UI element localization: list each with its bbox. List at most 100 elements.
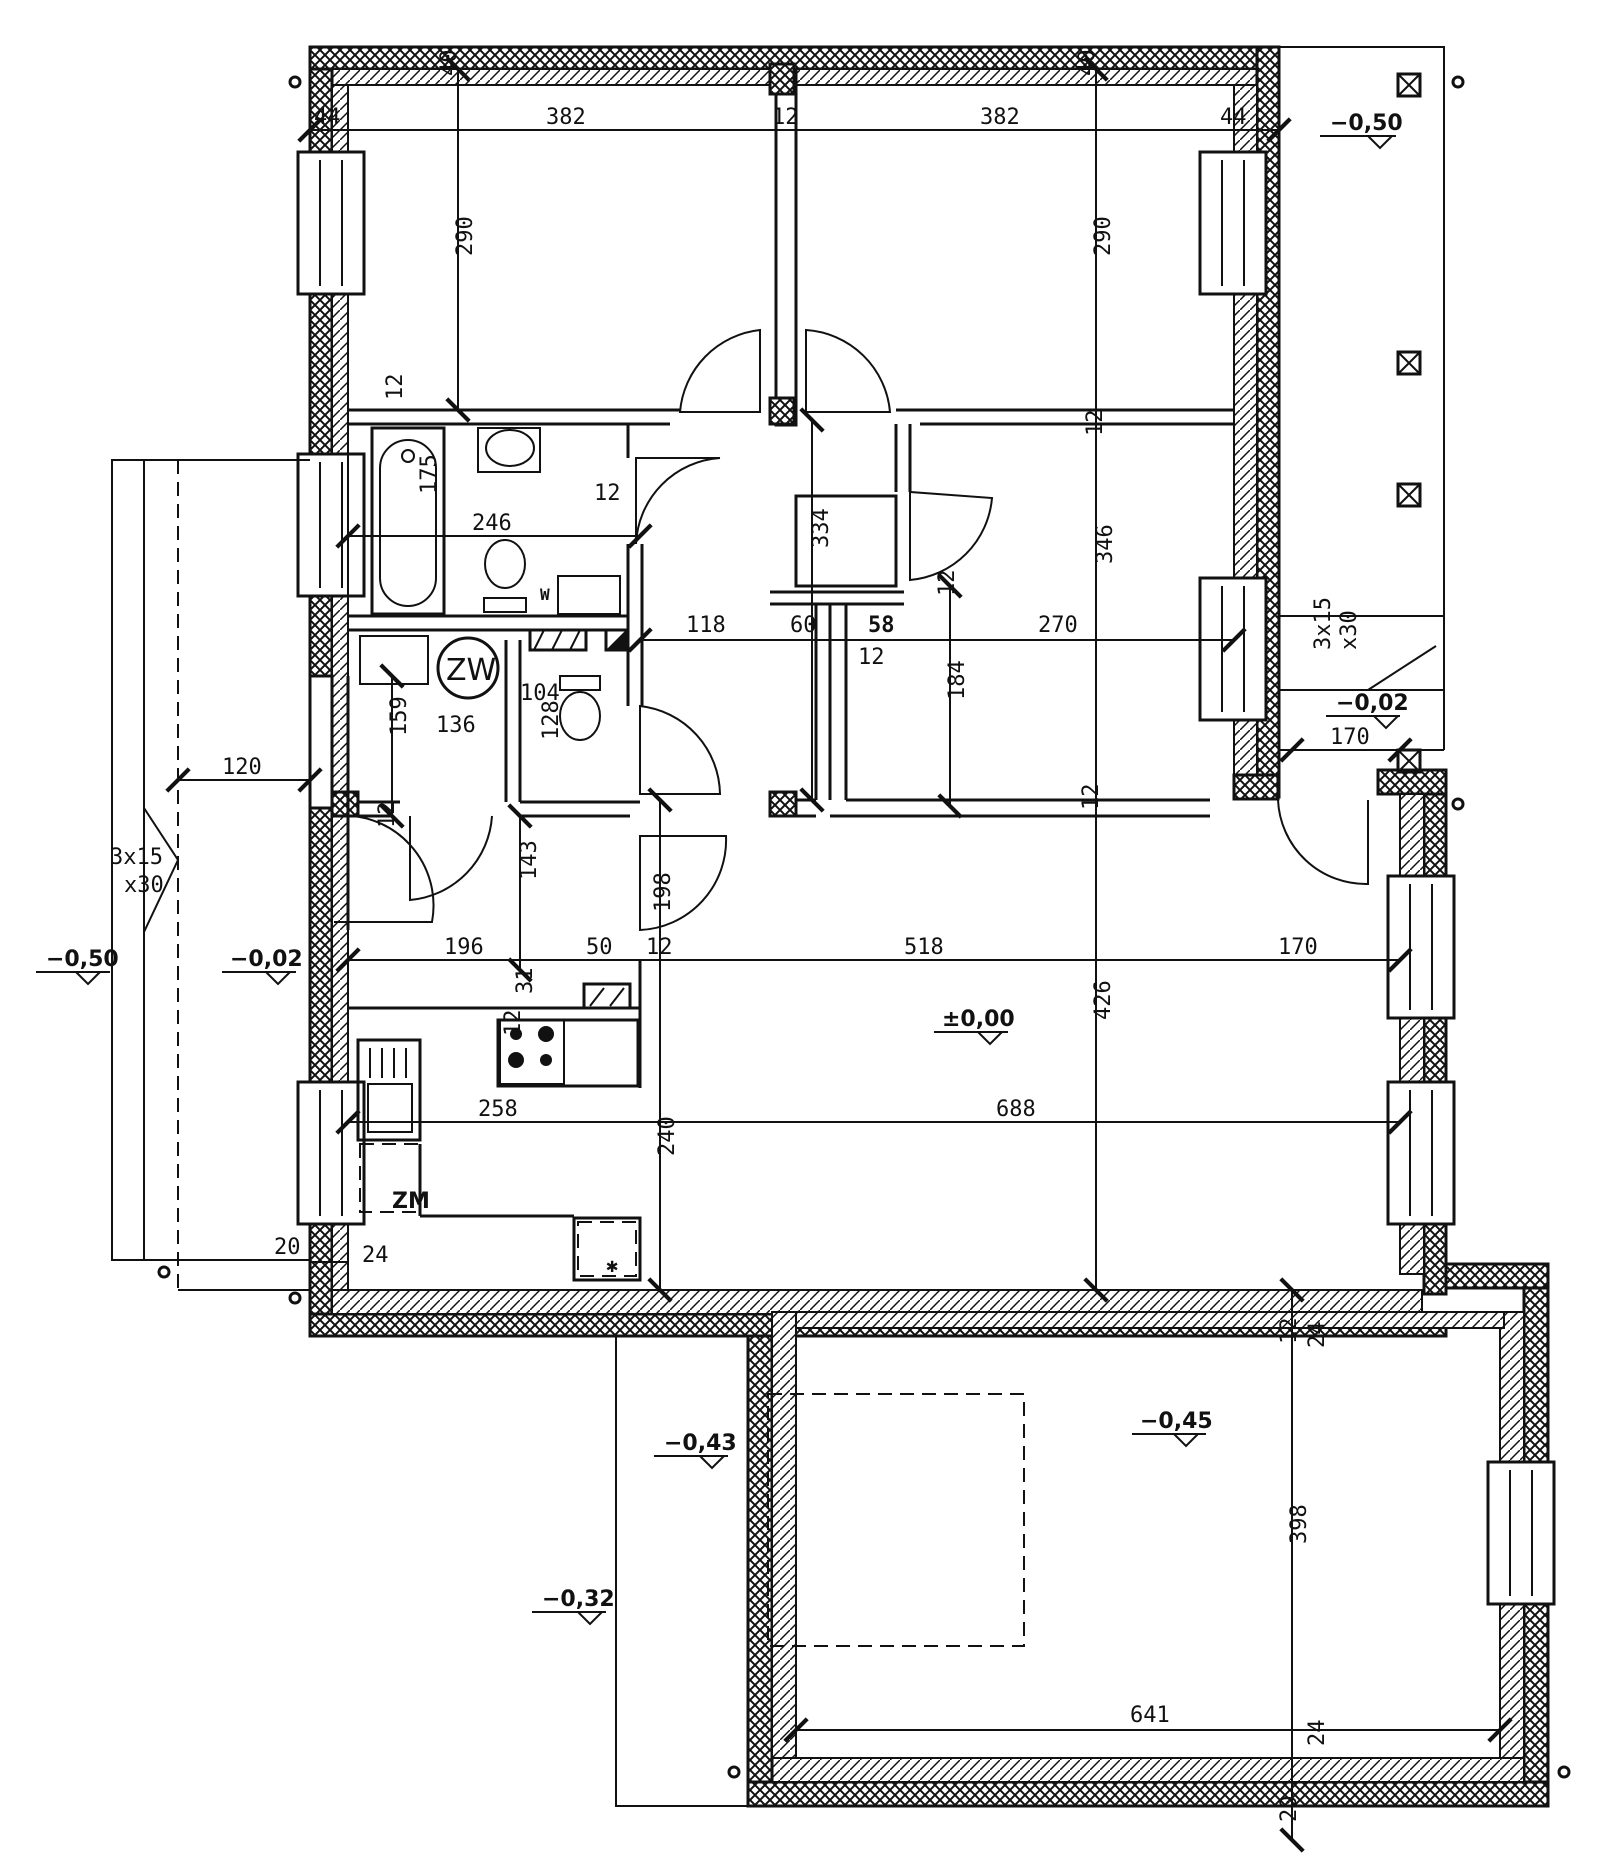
- door-swing-icon: [1277, 799, 1369, 886]
- level-marker-icon: −0,50: [36, 947, 119, 986]
- dim-label: 12: [383, 374, 408, 401]
- dim-label: 50: [586, 935, 613, 960]
- dim-label: 58: [868, 613, 895, 638]
- stairs-right-bottom: x30: [1337, 610, 1362, 650]
- dim-label: 334: [809, 508, 834, 548]
- window-icon: [1198, 150, 1268, 296]
- window-icon: [296, 1080, 366, 1226]
- door-swing-icon: [909, 490, 994, 582]
- dim-label: 170: [1278, 935, 1318, 960]
- window-icon: [1198, 576, 1268, 722]
- level-label: ±0,00: [942, 1007, 1015, 1032]
- dim-label: 12: [1277, 1318, 1302, 1345]
- level-marker-icon: −0,45: [1132, 1409, 1213, 1448]
- window-icon: [308, 674, 334, 810]
- door-swing-icon: [805, 328, 892, 413]
- level-marker-icon: ±0,00: [934, 1007, 1015, 1046]
- kitchen-counter: [356, 1018, 642, 1282]
- dim-label: 12: [772, 105, 799, 130]
- dim-label: 246: [472, 511, 512, 536]
- fridge-label: ZM: [392, 1189, 430, 1214]
- level-marker-icon: −0,50: [1320, 111, 1403, 150]
- dim-label: 382: [546, 105, 586, 130]
- dim-label: 12: [935, 570, 960, 597]
- dim-label: 240: [655, 1116, 680, 1156]
- dim-label: 170: [1330, 725, 1370, 750]
- left-stairs: 3x15 x30: [110, 459, 310, 1291]
- boiler-label: ZW: [446, 653, 496, 688]
- dim-label: 184: [945, 660, 970, 700]
- column-icon: [157, 75, 1571, 1779]
- dim-label: 24: [1305, 1322, 1330, 1349]
- dim-label: 398: [1287, 1504, 1312, 1544]
- stove-icon: [499, 1019, 565, 1085]
- dim-label: 159: [387, 696, 412, 736]
- dim-label: 258: [478, 1097, 518, 1122]
- chimney-vent-icon: [528, 628, 628, 652]
- doors: [333, 328, 1369, 932]
- dim-label: 641: [1130, 1703, 1170, 1728]
- oven-vent-icon: [582, 982, 632, 1010]
- dim-label: 198: [651, 872, 676, 912]
- dim-label: 196: [444, 935, 484, 960]
- internal-walls: [330, 62, 1234, 1088]
- dim-label: 518: [904, 935, 944, 960]
- level-label: −0,45: [1140, 1409, 1213, 1434]
- dim-label: 688: [996, 1097, 1036, 1122]
- dim-label: 290: [453, 216, 478, 256]
- stairs-left-bottom: x30: [124, 873, 164, 898]
- dim-label: 12: [858, 645, 885, 670]
- dim-label: 40: [437, 50, 462, 77]
- dim-label: 44: [314, 105, 341, 130]
- garage-walls: [746, 1262, 1550, 1808]
- dim-label: 136: [436, 713, 476, 738]
- snowflake-icon: ✱: [606, 1253, 618, 1277]
- stairs-right-top: 3x15: [1311, 597, 1336, 650]
- dim-label: 12: [1083, 410, 1108, 437]
- dim-label: 175: [417, 454, 442, 494]
- dim-label: 60: [790, 613, 817, 638]
- dim-label: 44: [1220, 105, 1247, 130]
- dimension-lines: [165, 56, 1513, 1853]
- dim-label: 40: [1075, 50, 1100, 77]
- dimension-labels: 44 382 12 382 44 40 40 290 290 12 12 12 …: [222, 50, 1370, 1823]
- bathtub: [370, 426, 446, 616]
- toilet: [559, 675, 601, 741]
- door-swing-icon: [409, 815, 493, 902]
- washer-label: W: [540, 585, 550, 604]
- washer-appliance: [557, 575, 621, 615]
- dim-label: 24: [1305, 1720, 1330, 1747]
- boiler-icon: [436, 636, 500, 700]
- door-swing-icon: [333, 814, 435, 923]
- dim-label: 118: [686, 613, 726, 638]
- door-swing-icon: [678, 328, 761, 413]
- dim-label: 290: [1091, 216, 1116, 256]
- dim-label: 120: [222, 755, 262, 780]
- window-icon: [1486, 1460, 1556, 1606]
- dim-label: 104: [520, 681, 560, 706]
- window-icon: [296, 150, 366, 296]
- terrace-outline: [615, 1336, 748, 1807]
- dim-label: 12: [501, 1010, 526, 1037]
- level-label: −0,32: [542, 1587, 615, 1612]
- door-swing-icon: [639, 704, 722, 795]
- laundry-unit: [359, 635, 429, 685]
- washbasin: [477, 427, 541, 473]
- level-marker-icon: −0,32: [532, 1587, 615, 1626]
- window-icon: [1386, 874, 1456, 1020]
- dim-label: 31: [513, 968, 538, 995]
- windows: [296, 150, 1556, 1606]
- garage-door: [767, 1393, 1025, 1647]
- door-swing-icon: [635, 457, 721, 545]
- stairs-left-top: 3x15: [110, 845, 163, 870]
- dim-label: 346: [1093, 524, 1118, 564]
- level-label: −0,50: [46, 947, 119, 972]
- level-marker-icon: −0,02: [222, 947, 303, 986]
- toilet: [483, 539, 527, 613]
- dim-label: 20: [1277, 1796, 1302, 1823]
- level-label: −0,43: [664, 1431, 737, 1456]
- window-icon: [296, 452, 366, 598]
- dim-label: 143: [517, 840, 542, 880]
- dim-label: 426: [1091, 980, 1116, 1020]
